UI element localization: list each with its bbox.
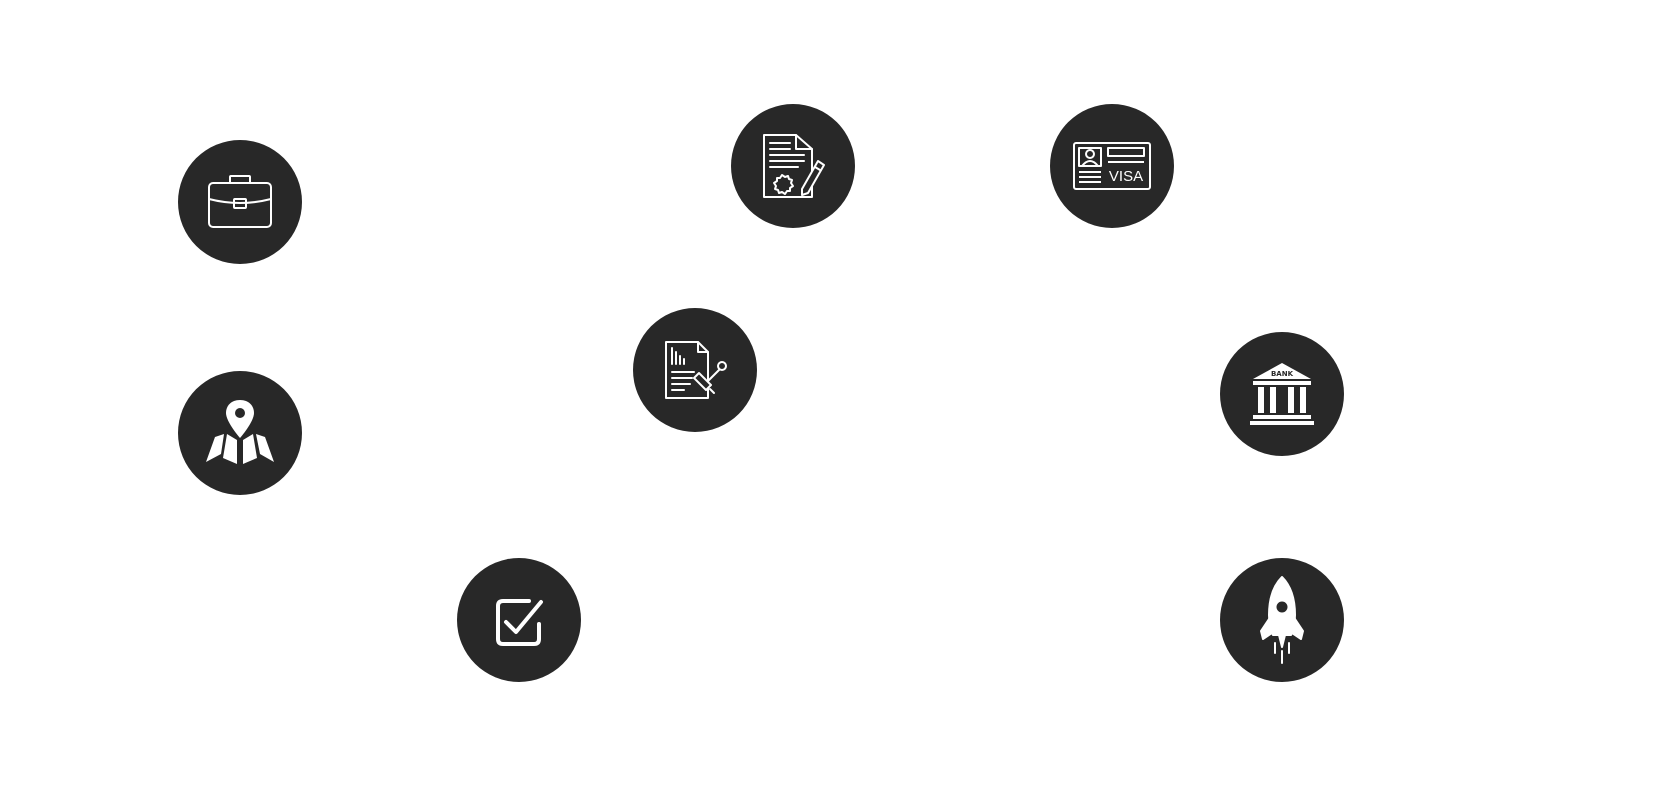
- report-node[interactable]: [633, 308, 757, 432]
- briefcase-node[interactable]: [178, 140, 302, 264]
- certificate-node[interactable]: [731, 104, 855, 228]
- bank-node[interactable]: BANK: [1220, 332, 1344, 456]
- visa-card-label: VISA: [1109, 168, 1143, 185]
- signed-report-icon: [665, 341, 727, 399]
- rocket-node[interactable]: [1220, 558, 1344, 682]
- checkbox-checked-icon: [496, 599, 543, 646]
- briefcase-icon: [208, 175, 272, 228]
- certificate-contract-icon: [763, 134, 825, 198]
- bank-building-icon: BANK: [1250, 363, 1314, 425]
- bank-building-label: BANK: [1271, 370, 1294, 378]
- rocket-icon: [1260, 576, 1304, 664]
- map-pin-icon: [206, 400, 274, 464]
- checkbox-node[interactable]: [457, 558, 581, 682]
- visa-id-card-icon: VISA: [1073, 142, 1151, 190]
- visa-node[interactable]: VISA: [1050, 104, 1174, 228]
- map-pin-node[interactable]: [178, 371, 302, 495]
